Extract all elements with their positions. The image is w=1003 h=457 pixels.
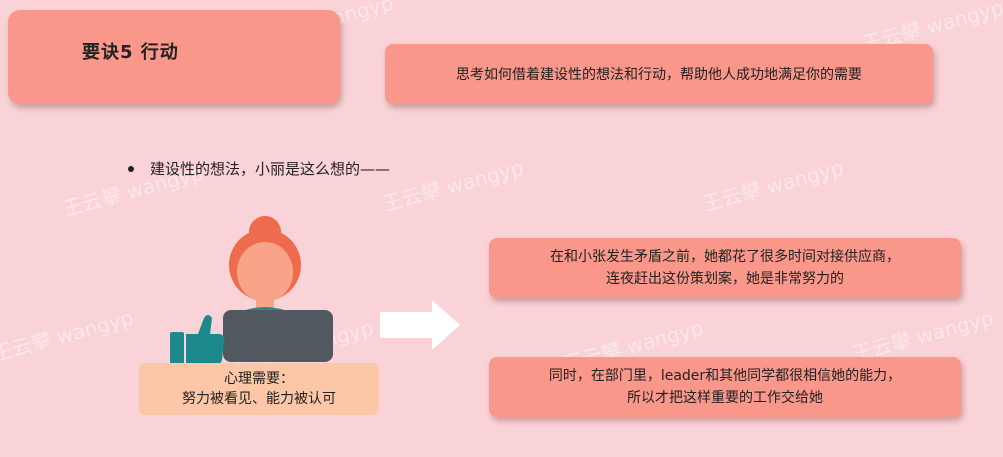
info-box-trust: 同时，在部门里，leader和其他同学都很相信她的能力， 所以才把这样重要的工作… — [489, 357, 961, 417]
info-line: 连夜赶出这份策划案，她是非常努力的 — [606, 271, 844, 287]
thumbs-up-icon — [170, 315, 225, 366]
subtitle-box: 思考如何借着建设性的想法和行动，帮助他人成功地满足你的需要 — [385, 44, 933, 104]
info-line: 在和小张发生矛盾之前，她都花了很多时间对接供应商， — [550, 249, 900, 265]
bullet-item: 建设性的想法，小丽是这么想的—— — [128, 158, 390, 179]
watermark: 王云攀 wangyp — [379, 155, 526, 217]
bullet-text: 建设性的想法，小丽是这么想的—— — [150, 160, 391, 178]
info-line: 同时，在部门里，leader和其他同学都很相信她的能力， — [548, 368, 902, 384]
watermark: 王云攀 wangyp — [0, 305, 136, 367]
watermark: 王云攀 wangyp — [699, 155, 846, 217]
subtitle-text: 思考如何借着建设性的想法和行动，帮助他人成功地满足你的需要 — [456, 67, 862, 83]
right-arrow-icon — [380, 300, 460, 350]
need-label-title: 心理需要： — [224, 371, 294, 387]
bullet-icon — [128, 165, 134, 172]
need-label-box: 心理需要： 努力被看见、能力被认可 — [139, 363, 379, 415]
laptop — [223, 310, 333, 362]
person-illustration — [170, 216, 333, 366]
face — [237, 242, 293, 302]
info-box-effort: 在和小张发生矛盾之前，她都花了很多时间对接供应商， 连夜赶出这份策划案，她是非常… — [489, 238, 961, 298]
page-title: 要诀5 行动 — [82, 42, 179, 63]
neck — [256, 296, 274, 308]
need-label-detail: 努力被看见、能力被认可 — [182, 391, 336, 407]
info-line: 所以才把这样重要的工作交给她 — [627, 390, 823, 406]
title-card — [8, 10, 340, 104]
